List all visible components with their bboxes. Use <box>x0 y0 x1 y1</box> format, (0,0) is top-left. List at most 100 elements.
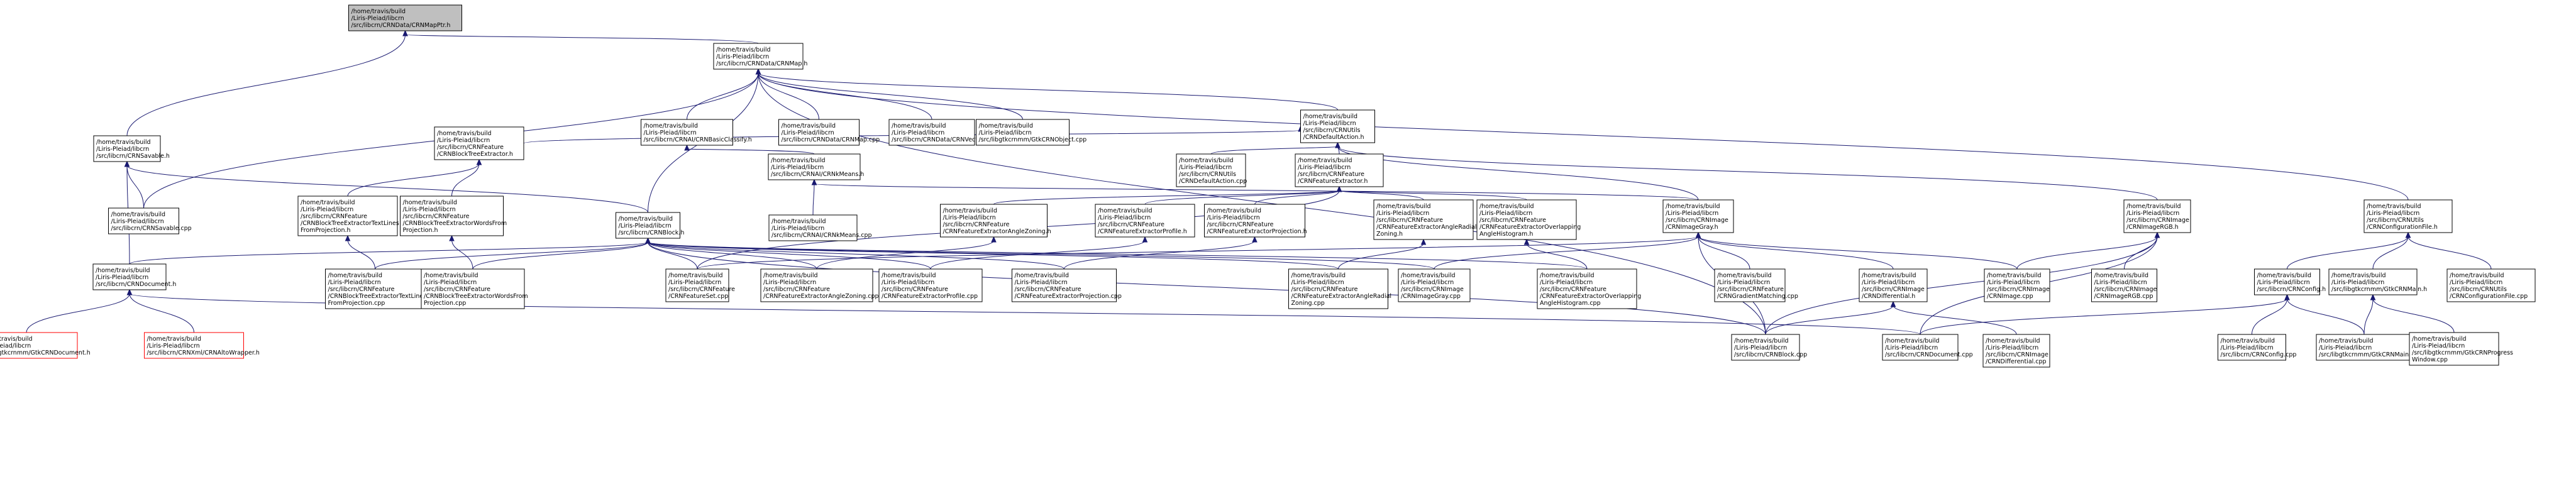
node-label-line: /src/libcrn/CRNImage <box>1862 286 1925 293</box>
node-default-action-h[interactable]: /home/travis/build/Liris-Pleiad/libcrn/s… <box>1300 109 1375 143</box>
node-fe-overlapping-h[interactable]: /home/travis/build/Liris-Pleiad/libcrn/s… <box>1476 199 1581 240</box>
node-label-line: /home/travis/build <box>1479 203 1534 210</box>
node-label-line: /src/libcrn/CRNBlock.cpp <box>1734 351 1807 358</box>
node-label-line: /src/libgtkcrnmm/GtkCRNObject.cpp <box>979 136 1087 143</box>
node-kmeans-cpp[interactable]: /home/travis/build/Liris-Pleiad/libcrn/s… <box>768 214 872 241</box>
edge-arrowhead <box>1523 238 1530 245</box>
node-fe-angle-zoning-h[interactable]: /home/travis/build/Liris-Pleiad/libcrn/s… <box>940 204 1051 238</box>
node-label-line: /src/libcrn/CRNDocument.h <box>96 281 176 288</box>
node-config-h[interactable]: /home/travis/build/Liris-Pleiad/libcrn/s… <box>2254 268 2326 295</box>
node-label-line: /Liris-Pleiad/libcrn <box>979 129 1032 136</box>
edge-fe-projection-cpp-to-block-h <box>648 241 1064 270</box>
node-document-cpp[interactable]: /home/travis/build/Liris-Pleiad/libcrn/s… <box>1882 334 1973 361</box>
node-image-gray-cpp[interactable]: /home/travis/build/Liris-Pleiad/libcrn/s… <box>1398 268 1471 302</box>
node-image-cpp[interactable]: /home/travis/build/Liris-Pleiad/libcrn/s… <box>1984 268 2050 302</box>
node-label-line: /home/travis/build <box>943 207 998 214</box>
node-label-line: /home/travis/build <box>2319 338 2374 344</box>
node-differential-h[interactable]: /home/travis/build/Liris-Pleiad/libcrn/s… <box>1859 268 1928 302</box>
node-image-rgb-cpp[interactable]: /home/travis/build/Liris-Pleiad/libcrn/s… <box>2091 268 2157 302</box>
edge-gtk-crn-progress-window-cpp-to-gtk-crn-main-h <box>2372 298 2455 333</box>
node-fe-profile-h[interactable]: /home/travis/build/Liris-Pleiad/libcrn/s… <box>1095 204 1195 238</box>
edge-gtk-crn-main-h-to-configuration-file-h <box>2372 236 2409 270</box>
node-label-line: /home/travis/build <box>2412 336 2467 343</box>
node-label-line: /src/libcrn/CRNFeature <box>301 213 367 220</box>
node-gtk-crn-document-h[interactable]: /home/travis/build/Liris-Pleiad/libcrn/s… <box>0 332 91 359</box>
edge-differential-h-to-image-gray-h <box>1698 236 1894 270</box>
node-fe-projection-cpp[interactable]: /home/travis/build/Liris-Pleiad/libcrn/s… <box>1012 268 1122 302</box>
node-label-line: /home/travis/build <box>2331 272 2386 279</box>
edge-image-gray-cpp-to-image-gray-h <box>1434 236 1699 270</box>
edge-arrowhead <box>2284 294 2290 300</box>
node-savable-h[interactable]: /home/travis/build/Liris-Pleiad/libcrn/s… <box>93 135 170 162</box>
node-block-tree-extractor-h[interactable]: /home/travis/build/Liris-Pleiad/libcrn/s… <box>434 126 524 160</box>
node-image-rgb-h[interactable]: /home/travis/build/Liris-Pleiad/libcrn/s… <box>2123 199 2191 233</box>
node-label-line: /home/travis/build <box>2367 203 2421 210</box>
node-label-line: /Liris-Pleiad/libcrn <box>1540 279 1593 286</box>
edge-default-action-h-to-map-h <box>758 72 1338 111</box>
node-fe-angle-radial-zoning-h[interactable]: /home/travis/build/Liris-Pleiad/libcrn/s… <box>1373 199 1477 240</box>
node-image-gray-h[interactable]: /home/travis/build/Liris-Pleiad/libcrn/s… <box>1662 199 1734 233</box>
node-label-line: /CRNDifferential.h <box>1862 293 1915 300</box>
node-gtk-crn-main-h[interactable]: /home/travis/build/Liris-Pleiad/libcrn/s… <box>2328 268 2427 295</box>
edge-bte-text-lines-cpp-to-bte-text-lines-h <box>347 239 375 270</box>
node-bte-text-lines-cpp[interactable]: /home/travis/build/Liris-Pleiad/libcrn/s… <box>325 268 427 309</box>
node-fe-profile-cpp[interactable]: /home/travis/build/Liris-Pleiad/libcrn/s… <box>878 268 983 302</box>
node-feature-extractor-h[interactable]: /home/travis/build/Liris-Pleiad/libcrn/s… <box>1295 153 1384 187</box>
node-label-line: /home/travis/build <box>2094 272 2149 279</box>
node-box <box>1295 153 1384 187</box>
node-bte-words-cpp[interactable]: /home/travis/build/Liris-Pleiad/libcrn/s… <box>421 268 528 309</box>
node-label-line: /Liris-Pleiad/libcrn <box>351 15 404 22</box>
node-map-cpp[interactable]: /home/travis/build/Liris-Pleiad/libcrn/s… <box>778 119 880 146</box>
node-label-line: /home/travis/build <box>668 272 723 279</box>
edge-image-cpp-to-image-gray-h <box>1698 236 2018 270</box>
node-basic-classify-h[interactable]: /home/travis/build/Liris-Pleiad/libcrn/s… <box>641 119 752 146</box>
node-map-h[interactable]: /home/travis/build/Liris-Pleiad/libcrn/s… <box>713 43 807 70</box>
node-gtk-crn-progress-window-cpp[interactable]: /home/travis/build/Liris-Pleiad/libcrn/s… <box>2409 332 2513 366</box>
node-bte-words-h[interactable]: /home/travis/build/Liris-Pleiad/libcrn/s… <box>400 195 507 236</box>
node-label-line: /Liris-Pleiad/libcrn <box>1179 164 1232 171</box>
node-fe-angle-radial-zoning-cpp[interactable]: /home/travis/build/Liris-Pleiad/libcrn/s… <box>1288 268 1392 309</box>
node-config-cpp[interactable]: /home/travis/build/Liris-Pleiad/libcrn/s… <box>2218 334 2297 361</box>
edge-image-gray-cpp-to-block-h <box>648 241 1435 270</box>
edge-arrowhead <box>2370 294 2376 300</box>
node-feature-set-cpp[interactable]: /home/travis/build/Liris-Pleiad/libcrn/s… <box>665 268 735 302</box>
node-label-line: /Liris-Pleiad/libcrn <box>328 279 381 286</box>
node-default-action-cpp[interactable]: /home/travis/build/Liris-Pleiad/libcrn/s… <box>1176 153 1247 187</box>
node-label-line: /home/travis/build <box>979 123 1034 129</box>
node-label-line: /CRNFeatureExtractorProjection.cpp <box>1015 293 1122 300</box>
node-label-line: /CRNFeatureExtractorOverlapping <box>1540 293 1641 300</box>
node-label-line: /CRNImageRGB.h <box>2126 224 2179 231</box>
node-label-line: /src/libcrn/CRNUtils <box>1303 127 1361 134</box>
node-document-h[interactable]: /home/travis/build/Liris-Pleiad/libcrn/s… <box>92 263 176 290</box>
node-configuration-file-h[interactable]: /home/travis/build/Liris-Pleiad/libcrn/s… <box>2363 199 2453 233</box>
node-label-line: /home/travis/build <box>1734 338 1789 344</box>
edge-block-cpp-to-image-rgb-h <box>1765 236 2158 335</box>
edge-arrowhead <box>2154 231 2160 238</box>
node-gtk-object-cpp[interactable]: /home/travis/build/Liris-Pleiad/libcrn/s… <box>976 119 1087 146</box>
node-map-ptr-h[interactable]: /home/travis/build/Liris-Pleiad/libcrn/s… <box>348 4 462 31</box>
node-kmeans-h[interactable]: /home/travis/build/Liris-Pleiad/libcrn/s… <box>768 153 864 180</box>
node-fe-angle-zoning-cpp[interactable]: /home/travis/build/Liris-Pleiad/libcrn/s… <box>760 268 879 302</box>
node-label-line: Projection.cpp <box>424 300 466 307</box>
edge-block-h-to-savable-h <box>126 165 648 213</box>
edge-arrowhead <box>476 158 482 165</box>
node-fe-projection-h[interactable]: /home/travis/build/Liris-Pleiad/libcrn/s… <box>1204 204 1307 238</box>
node-label-line: /Liris-Pleiad/libcrn <box>668 279 721 286</box>
node-block-cpp[interactable]: /home/travis/build/Liris-Pleiad/libcrn/s… <box>1731 334 1807 361</box>
node-fe-overlapping-cpp[interactable]: /home/travis/build/Liris-Pleiad/libcrn/s… <box>1537 268 1641 309</box>
node-savable-cpp[interactable]: /home/travis/build/Liris-Pleiad/libcrn/s… <box>108 207 192 234</box>
node-gradient-matching-cpp[interactable]: /home/travis/build/Liris-Pleiad/libcrn/s… <box>1714 268 1798 302</box>
node-box <box>1398 268 1471 302</box>
node-vector-cpp[interactable]: /home/travis/build/Liris-Pleiad/libcrn/s… <box>888 119 996 146</box>
node-alto-wrapper-h[interactable]: /home/travis/build/Liris-Pleiad/libcrn/s… <box>144 332 260 359</box>
node-gtk-crn-main-cpp[interactable]: /home/travis/build/Liris-Pleiad/libcrn/s… <box>2316 334 2421 361</box>
edge-arrowhead <box>645 237 651 244</box>
node-label-line: /home/travis/build <box>0 336 33 343</box>
edge-arrowhead <box>2405 231 2411 238</box>
node-differential-cpp[interactable]: /home/travis/build/Liris-Pleiad/libcrn/s… <box>1982 334 2050 368</box>
node-configuration-file-cpp[interactable]: /home/travis/build/Liris-Pleiad/libcrn/s… <box>2446 268 2536 302</box>
node-block-h[interactable]: /home/travis/build/Liris-Pleiad/libcrn/s… <box>616 212 685 239</box>
node-label-line: /src/libgtkcrnmm/GtkCRNDocument.h <box>0 350 91 356</box>
node-bte-text-lines-h[interactable]: /home/travis/build/Liris-Pleiad/libcrn/s… <box>297 195 399 236</box>
node-box <box>768 214 858 241</box>
